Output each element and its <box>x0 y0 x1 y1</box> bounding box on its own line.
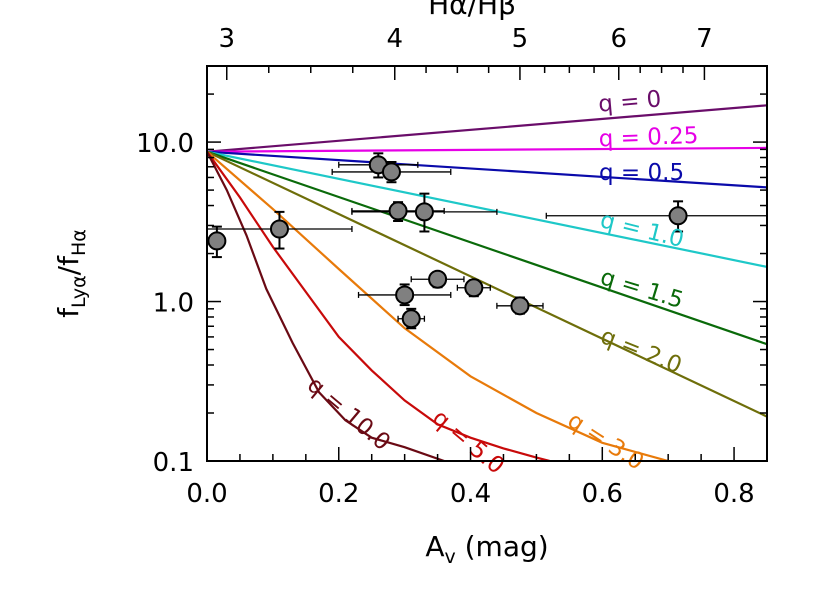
curve-label: q = 0.5 <box>599 160 684 186</box>
tick-labels: 0.0 0.2 0.4 0.6 0.8 3 4 5 6 7 0.1 1.0 10.0 <box>136 24 755 509</box>
curve-label: q = 0.25 <box>598 123 699 152</box>
curve-q-1-0 <box>207 150 767 268</box>
x-axis-title: Av (mag) <box>425 530 548 568</box>
top-tick-label: 3 <box>218 24 235 54</box>
x-tick-label: 0.0 <box>186 479 227 509</box>
plot-frame <box>206 65 768 462</box>
x-tick-label: 0.2 <box>318 479 359 509</box>
curve-label: q = 2.0 <box>597 323 686 379</box>
curve-q-0-5 <box>207 150 767 189</box>
curve-q-0 <box>207 104 767 153</box>
data-points <box>207 155 688 329</box>
curve-q-10-0 <box>207 151 445 461</box>
data-point <box>207 231 227 251</box>
curve-labels: q = 0q = 0.25q = 0.5q = 1.0q = 1.5q = 2.… <box>302 86 699 479</box>
curve-label: q = 1.5 <box>597 264 686 314</box>
curve-q-3-0 <box>207 150 669 461</box>
model-curves <box>207 104 767 461</box>
data-point <box>395 285 415 305</box>
y-tick-label: 0.1 <box>153 448 194 478</box>
top-tick-label: 4 <box>386 24 403 54</box>
curve-label: q = 10.0 <box>302 372 395 456</box>
curve-q-1-5 <box>207 150 767 346</box>
y-axis-title: fLyα/fHα <box>52 229 90 318</box>
data-point <box>381 162 401 182</box>
data-point <box>668 206 688 226</box>
curve-label: q = 5.0 <box>427 405 509 480</box>
curve-q-2-0 <box>207 150 767 418</box>
data-point <box>401 309 421 329</box>
top-tick-label: 7 <box>696 24 713 54</box>
curve-label: q = 0 <box>597 86 662 117</box>
curve-q-5-0 <box>207 151 550 461</box>
y-tick-label: 1.0 <box>153 289 194 319</box>
data-point <box>510 296 530 316</box>
x-tick-label: 0.4 <box>450 479 491 509</box>
top-tick-label: 6 <box>610 24 627 54</box>
x-tick-label: 0.6 <box>582 479 623 509</box>
top-axis-title: Hα/Hβ <box>428 0 516 21</box>
data-point <box>428 269 448 289</box>
data-point <box>464 278 484 298</box>
top-tick-label: 5 <box>512 24 529 54</box>
x-tick-label: 0.8 <box>713 479 754 509</box>
curve-label: q = 3.0 <box>563 407 649 475</box>
axis-ticks <box>206 65 768 462</box>
data-point <box>414 202 434 222</box>
y-tick-label: 10.0 <box>136 129 194 159</box>
curve-q-0-25 <box>207 146 767 153</box>
data-point <box>269 219 289 239</box>
data-point <box>388 201 408 221</box>
